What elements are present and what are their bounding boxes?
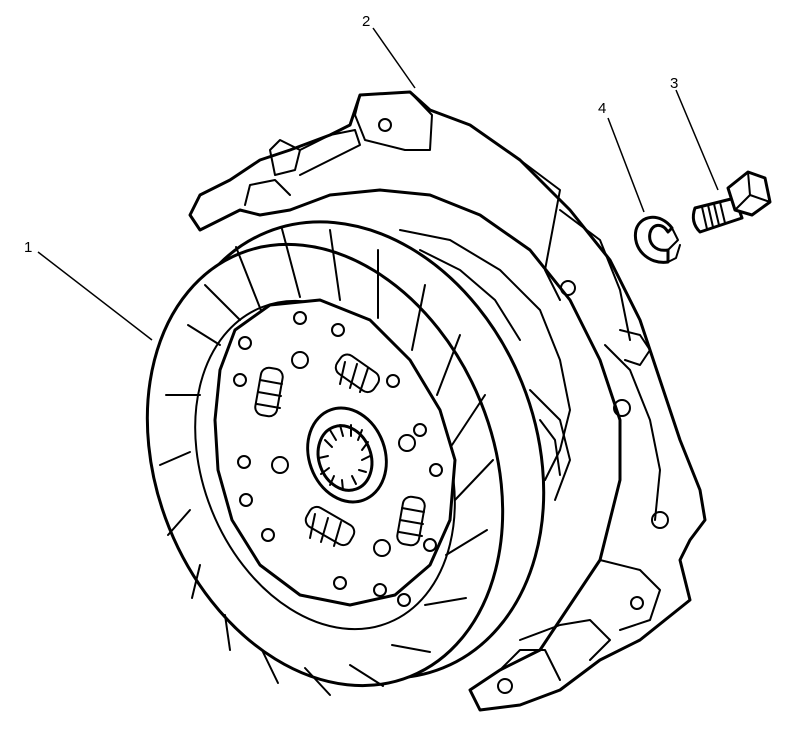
leader-4	[607, 117, 645, 213]
callout-4: 4	[598, 100, 606, 117]
callout-3: 3	[670, 75, 678, 92]
plate-rivets	[233, 311, 443, 607]
hub-splines	[318, 424, 371, 491]
damper-springs	[254, 353, 426, 547]
clutch-disc	[145, 220, 546, 696]
bolt	[691, 170, 772, 234]
friction-segments	[159, 228, 494, 696]
callout-1: 1	[24, 239, 32, 256]
callout-2: 2	[362, 13, 370, 30]
leader-lines	[37, 27, 719, 341]
leader-1	[37, 251, 153, 341]
pressure-plate	[188, 90, 707, 712]
leader-3	[675, 89, 719, 191]
lock-washer	[633, 215, 681, 264]
leader-2	[372, 27, 416, 89]
